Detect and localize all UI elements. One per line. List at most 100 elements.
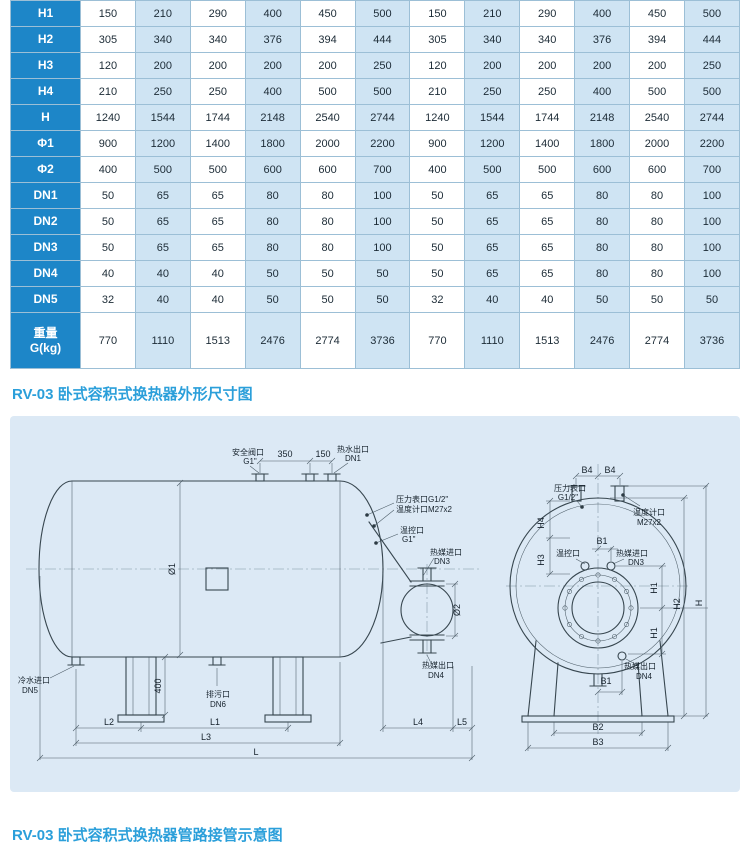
cell: 200 bbox=[299, 52, 356, 79]
cell: 1544 bbox=[464, 104, 521, 131]
diagram-label: H1 bbox=[649, 582, 659, 594]
diagram-label: B4 bbox=[604, 465, 615, 475]
side-view bbox=[26, 457, 482, 762]
cell: 400 bbox=[574, 0, 631, 27]
cell: 1744 bbox=[189, 104, 246, 131]
cell: 2476 bbox=[574, 312, 631, 369]
diagram-label: L4 bbox=[413, 717, 423, 727]
cell: 50 bbox=[409, 260, 466, 287]
row-header: DN5 bbox=[10, 286, 81, 313]
cell: 40 bbox=[134, 286, 191, 313]
cell: 2744 bbox=[354, 104, 411, 131]
row-header: H2 bbox=[10, 26, 81, 53]
diagram-label: 热媒进口 bbox=[430, 547, 462, 557]
cell: 250 bbox=[519, 78, 576, 105]
cell: 250 bbox=[189, 78, 246, 105]
cell: 50 bbox=[409, 182, 466, 209]
diagram-label: B1 bbox=[600, 676, 611, 686]
cell: 40 bbox=[134, 260, 191, 287]
cell: 500 bbox=[134, 156, 191, 183]
cell: 376 bbox=[244, 26, 301, 53]
cell: 290 bbox=[189, 0, 246, 27]
cell: 50 bbox=[574, 286, 631, 313]
cell: 394 bbox=[629, 26, 685, 53]
diagram-label: H bbox=[694, 600, 704, 607]
cell: 50 bbox=[244, 260, 301, 287]
cell: 40 bbox=[519, 286, 576, 313]
cell: 65 bbox=[519, 234, 576, 261]
cell: 80 bbox=[299, 234, 356, 261]
cell: 250 bbox=[683, 52, 741, 79]
cell: 65 bbox=[189, 234, 246, 261]
cell: 3736 bbox=[683, 312, 741, 369]
cell: 150 bbox=[409, 0, 466, 27]
cell: 50 bbox=[80, 234, 136, 261]
diagram-label: B2 bbox=[592, 722, 603, 732]
diagram-label: 热水出口 bbox=[337, 444, 369, 454]
diagram-label: B1 bbox=[596, 536, 607, 546]
cell: 50 bbox=[80, 208, 136, 235]
diagram-label: 温度计口M27x2 bbox=[396, 504, 453, 514]
cell: 2200 bbox=[683, 130, 741, 157]
cell: 900 bbox=[409, 130, 466, 157]
diagram-label: 350 bbox=[277, 449, 292, 459]
cell: 450 bbox=[299, 0, 356, 27]
cell: 80 bbox=[574, 260, 631, 287]
cell: 600 bbox=[629, 156, 685, 183]
cell: 700 bbox=[683, 156, 741, 183]
cell: 2200 bbox=[354, 130, 411, 157]
diagram-label: H2 bbox=[672, 598, 682, 610]
cell: 340 bbox=[519, 26, 576, 53]
diagram-label: B3 bbox=[592, 737, 603, 747]
cell: 210 bbox=[409, 78, 466, 105]
diagram-label: 温度计口 bbox=[633, 507, 665, 517]
diagram-label: H3 bbox=[536, 554, 546, 566]
section-title-piping-schematic: RV-03 卧式容积式换热器管路接管示意图 bbox=[12, 827, 283, 844]
cell: 65 bbox=[519, 182, 576, 209]
cell: 400 bbox=[409, 156, 466, 183]
cell: 1800 bbox=[574, 130, 631, 157]
cell: 210 bbox=[134, 0, 191, 27]
cell: 100 bbox=[354, 208, 411, 235]
diagram-label: 压力表口G1/2" bbox=[396, 494, 448, 504]
diagram-label: DN6 bbox=[210, 700, 227, 709]
cell: 32 bbox=[409, 286, 466, 313]
cell: 80 bbox=[629, 260, 685, 287]
cell: 500 bbox=[189, 156, 246, 183]
cell: 770 bbox=[80, 312, 136, 369]
cell: 376 bbox=[574, 26, 631, 53]
diagram-label: 150 bbox=[315, 449, 330, 459]
cell: 40 bbox=[464, 286, 521, 313]
diagram-label: 热媒进口 bbox=[616, 548, 648, 558]
cell: 2774 bbox=[629, 312, 685, 369]
diagram-label: L2 bbox=[104, 717, 114, 727]
cell: 80 bbox=[244, 208, 301, 235]
cell: 2774 bbox=[299, 312, 356, 369]
cell: 150 bbox=[80, 0, 136, 27]
cell: 1240 bbox=[409, 104, 466, 131]
cell: 65 bbox=[519, 260, 576, 287]
diagram-label: 热媒出口 bbox=[624, 661, 656, 671]
cell: 2540 bbox=[629, 104, 685, 131]
cell: 80 bbox=[244, 182, 301, 209]
cell: 500 bbox=[629, 78, 685, 105]
cell: 1400 bbox=[519, 130, 576, 157]
cell: 1110 bbox=[464, 312, 521, 369]
row-header: DN1 bbox=[10, 182, 81, 209]
cell: 200 bbox=[574, 52, 631, 79]
diagram-label: B4 bbox=[581, 465, 592, 475]
cell: 770 bbox=[409, 312, 466, 369]
cell: 700 bbox=[354, 156, 411, 183]
row-header: DN3 bbox=[10, 234, 81, 261]
cell: 600 bbox=[299, 156, 356, 183]
row-header: DN4 bbox=[10, 260, 81, 287]
cell: 400 bbox=[574, 78, 631, 105]
cell: 2000 bbox=[299, 130, 356, 157]
